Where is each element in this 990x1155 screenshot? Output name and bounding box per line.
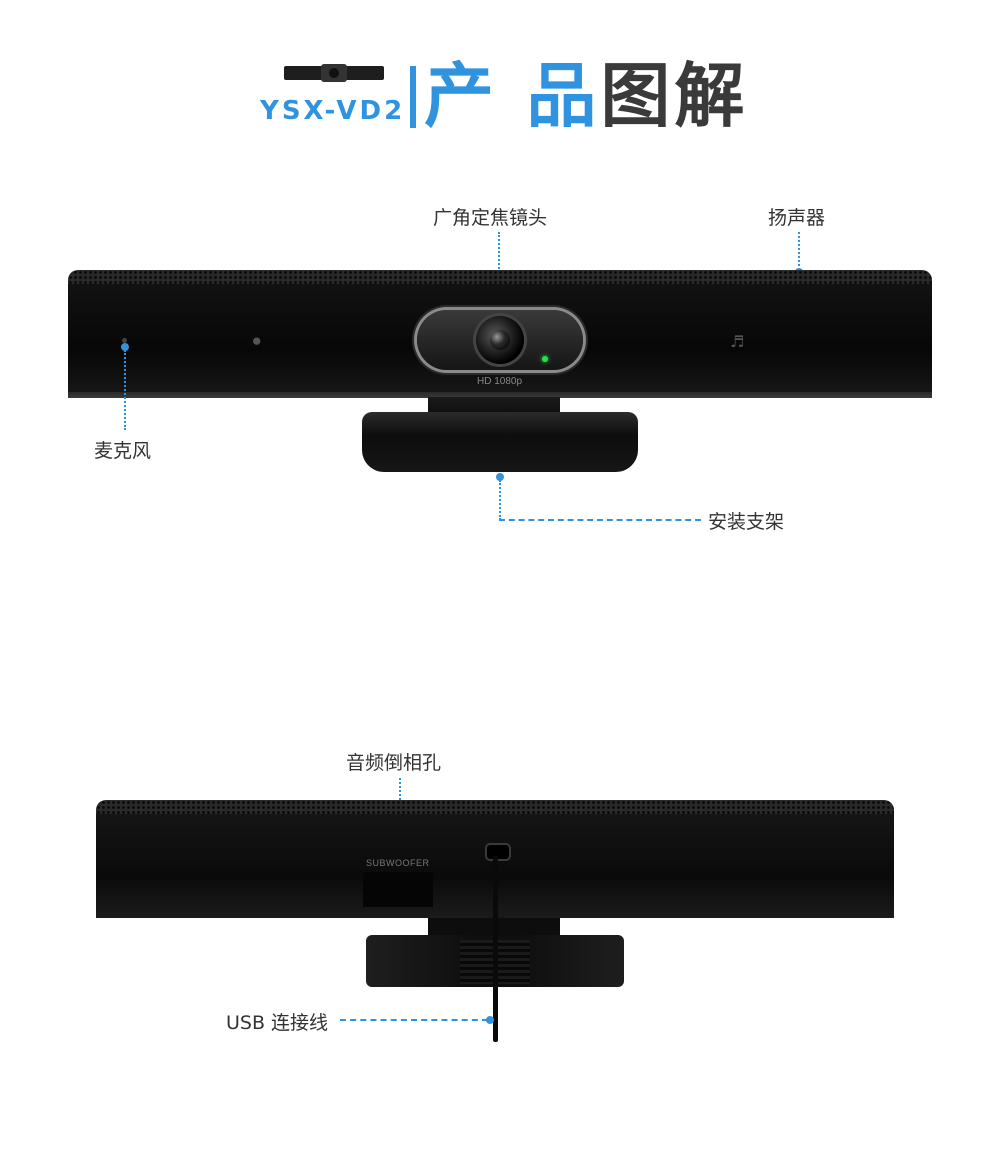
- microphone-hole: [122, 338, 127, 343]
- title-divider: [410, 66, 416, 128]
- leader-usb-dot: [486, 1016, 494, 1024]
- subwoofer-print: SUBWOOFER: [366, 858, 430, 868]
- resolution-print: HD 1080p: [477, 376, 523, 387]
- label-mount: 安装支架: [708, 511, 785, 533]
- front-speaker-grille: [68, 270, 932, 284]
- title-blue: 产 品: [424, 55, 601, 137]
- back-speaker-grille: [96, 800, 894, 814]
- header-product-thumbnail: [284, 64, 384, 82]
- leader-speaker: [798, 232, 800, 270]
- front-device-edge: [68, 392, 932, 398]
- leader-usb: [340, 1019, 488, 1021]
- usb-port: [485, 843, 511, 861]
- leader-mount-h: [499, 519, 701, 521]
- leader-mount-v: [499, 480, 501, 520]
- label-usb: USB 连接线: [226, 1012, 329, 1034]
- usb-cable: [493, 856, 498, 1042]
- speaker-icon: ♬: [730, 332, 745, 351]
- page-title: 产 品图解: [424, 56, 748, 136]
- microphone-icon: ⚫: [250, 332, 264, 351]
- leader-mic: [124, 350, 126, 430]
- status-led: [542, 356, 548, 362]
- title-dark: 图解: [600, 55, 749, 137]
- label-microphone: 麦克风: [94, 440, 152, 462]
- subwoofer-port: [363, 872, 433, 907]
- model-name: YSX-VD2: [260, 96, 406, 126]
- camera-lens-glass: [490, 330, 510, 350]
- label-lens: 广角定焦镜头: [433, 207, 548, 229]
- label-audio-port: 音频倒相孔: [346, 752, 442, 774]
- leader-mount-dot: [496, 473, 504, 481]
- leader-mic-dot: [121, 343, 129, 351]
- mount-stand: [362, 412, 638, 472]
- label-speaker: 扬声器: [768, 207, 826, 229]
